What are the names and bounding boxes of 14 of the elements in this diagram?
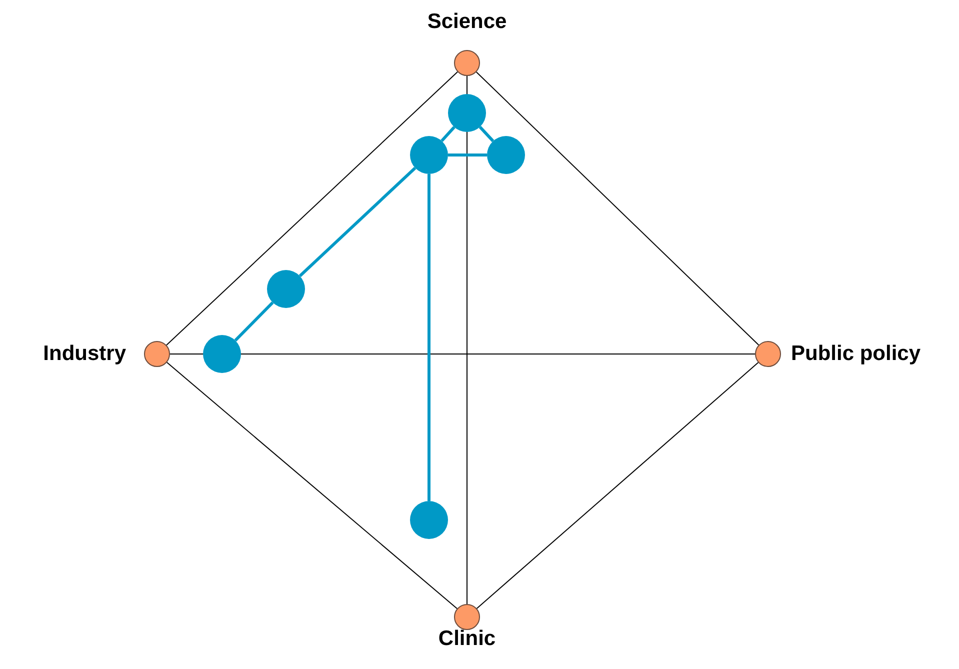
- connector-line: [234, 301, 274, 342]
- connector-line: [478, 126, 494, 142]
- frame-line: [476, 362, 759, 609]
- connector-line: [448, 154, 487, 156]
- axis-label: Industry: [43, 342, 126, 366]
- connector-line: [298, 166, 416, 278]
- connector-line: [428, 174, 430, 501]
- frame-line: [476, 72, 760, 346]
- axis-label: Public policy: [791, 342, 921, 366]
- connector-line: [440, 126, 456, 142]
- axis-label: Clinic: [438, 627, 496, 651]
- frame-line: [166, 362, 458, 610]
- frame-line: [166, 71, 458, 346]
- axis-label: Science: [427, 10, 507, 34]
